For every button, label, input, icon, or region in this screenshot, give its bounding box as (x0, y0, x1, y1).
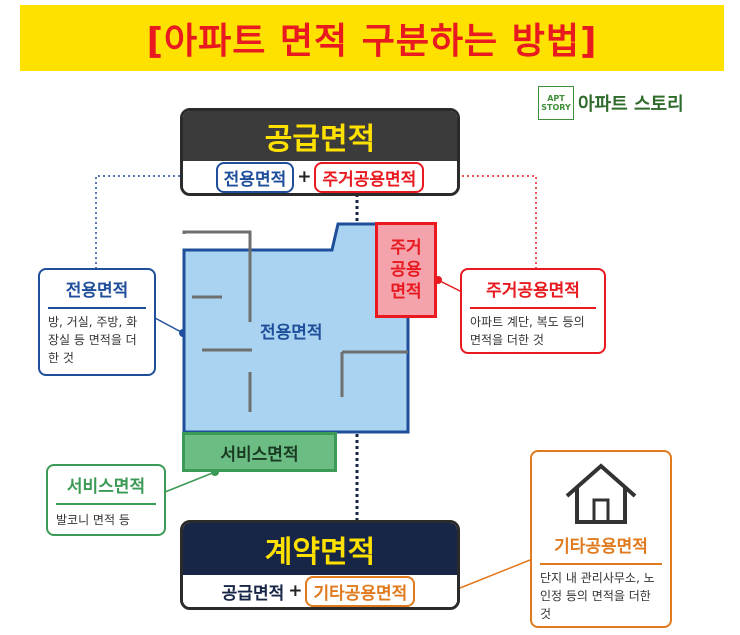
callout-residential-title: 주거공용면적 (486, 281, 580, 301)
callout-service: 서비스면적 발코니 면적 등 (46, 464, 166, 536)
callout-exclusive-desc: 방, 거실, 주방, 화장실 등 면적을 더한 것 (48, 315, 138, 365)
supply-formula-left: 전용면적 (215, 161, 295, 193)
supply-box: 공급면적 전용면적 + 주거공용면적 (180, 108, 460, 196)
contract-title: 계약면적 (183, 523, 457, 575)
contract-formula-left: 공급면적 (221, 583, 285, 604)
callout-other-title: 기타공용면적 (554, 537, 648, 557)
house-icon (565, 463, 637, 524)
logo-mark-line2: STORY (541, 103, 571, 112)
contract-plus: + (288, 581, 303, 601)
logo-mark: APT STORY (538, 86, 574, 120)
title-banner: [아파트 면적 구분하는 방법] (20, 5, 724, 71)
callout-exclusive: 전용면적 방, 거실, 주방, 화장실 등 면적을 더한 것 (38, 268, 156, 376)
logo-text: 아파트 스토리 (578, 94, 684, 115)
logo: APT STORY 아파트 스토리 (538, 86, 684, 120)
contract-formula-right: 기타공용면적 (305, 575, 416, 607)
callout-exclusive-title: 전용면적 (65, 281, 129, 301)
supply-plus: + (297, 167, 312, 187)
contract-formula: 공급면적 + 기타공용면적 (183, 575, 457, 607)
callout-other-desc: 단지 내 관리사무소, 노인정 등의 면적을 더한 것 (540, 571, 655, 621)
plan-residential-block: 주거공용면적 (375, 222, 437, 318)
exclusive-pointer (154, 317, 184, 334)
supply-title: 공급면적 (183, 111, 457, 161)
plan-residential-label: 주거공용면적 (390, 238, 422, 302)
callout-other: 기타공용면적 단지 내 관리사무소, 노인정 등의 면적을 더한 것 (530, 450, 672, 628)
contract-box: 계약면적 공급면적 + 기타공용면적 (180, 520, 460, 610)
callout-service-desc: 발코니 면적 등 (56, 513, 130, 527)
supply-formula-right: 주거공용면적 (314, 161, 425, 193)
exclusive-connector (95, 175, 190, 268)
plan-service-label: 서비스면적 (220, 444, 299, 465)
residential-connector (452, 175, 537, 268)
other-pointer (454, 559, 531, 591)
callout-residential-desc: 아파트 계단, 복도 등의 면적을 더한 것 (470, 315, 585, 347)
plan-service-block: 서비스면적 (182, 432, 337, 472)
supply-formula: 전용면적 + 주거공용면적 (183, 161, 457, 193)
residential-pointer (437, 279, 463, 293)
callout-service-title: 서비스면적 (66, 477, 146, 497)
logo-mark-line1: APT (547, 94, 565, 103)
service-pointer (164, 471, 216, 493)
callout-residential: 주거공용면적 아파트 계단, 복도 등의 면적을 더한 것 (460, 268, 606, 354)
page-title: [아파트 면적 구분하는 방법] (146, 21, 598, 62)
plan-exclusive-label: 전용면적 (260, 323, 323, 343)
